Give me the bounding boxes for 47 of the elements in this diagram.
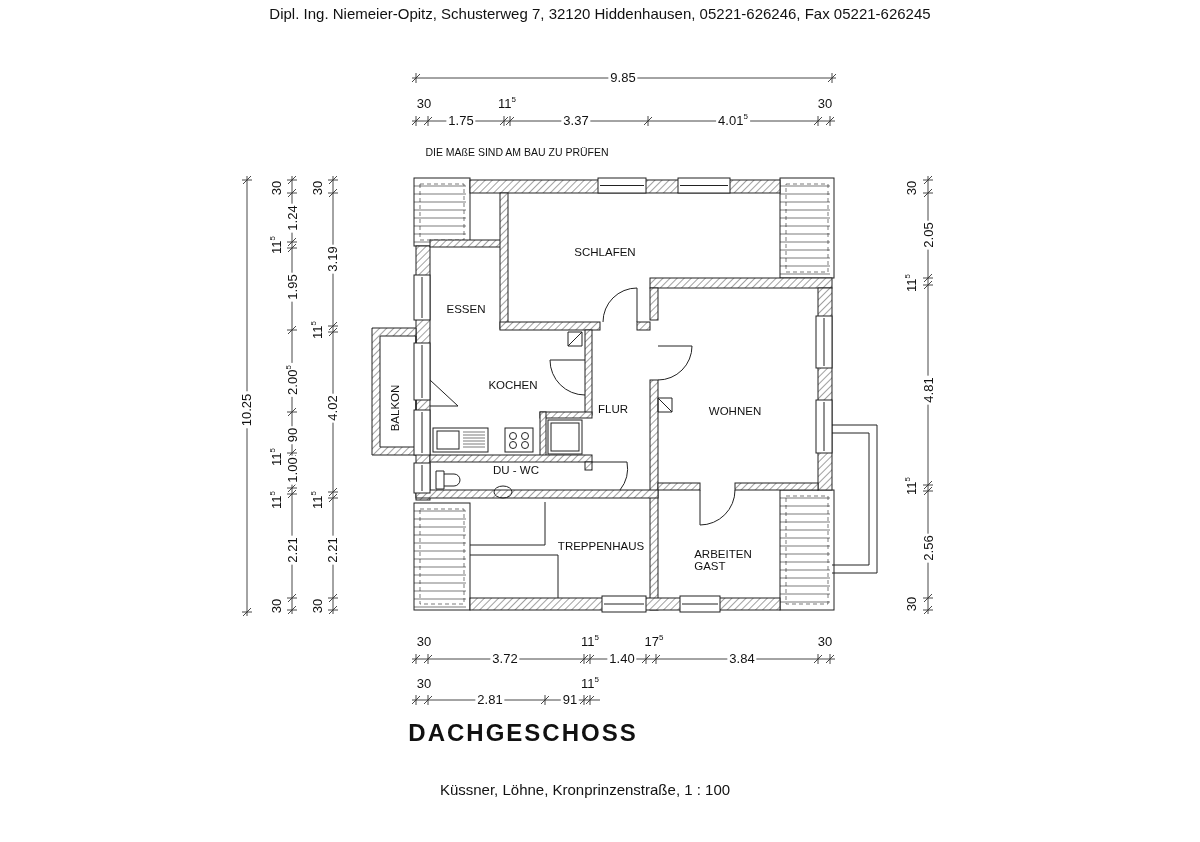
dimension-text: 90: [286, 425, 300, 445]
dimension-text: 30: [270, 178, 284, 198]
dimension-text: 30: [311, 596, 325, 616]
dimension-text: 3.72: [490, 652, 520, 666]
dimension-text: 2.56: [922, 533, 936, 563]
room-label: TREPPENHAUS: [556, 539, 646, 553]
room-label: ESSEN: [445, 302, 487, 316]
dimension-text: 11$^{5}$: [579, 635, 601, 649]
header-text: Dipl. Ing. Niemeier-Opitz, Schusterweg 7, 32120 Hiddenhausen, 05221-626246, Fax 05221-626245: [267, 6, 933, 22]
dimension-text: 1.95: [286, 272, 300, 302]
dimension-text: 30: [815, 635, 835, 649]
dimension-text: 30: [270, 596, 284, 616]
dimension-text: 30: [905, 594, 919, 614]
dimension-text: 11$^{5}$: [496, 97, 518, 111]
dimension-text: 4.01$^{5}$: [716, 114, 750, 128]
dimension-text: 1.24: [286, 203, 300, 233]
note-text: DIE MAßE SIND AM BAU ZU PRÜFEN: [423, 147, 611, 159]
dimension-text: 11$^{5}$: [579, 677, 601, 691]
dimension-text: 1.00: [286, 455, 300, 485]
dimension-text: 3.84: [727, 652, 757, 666]
dimension-text: 30: [815, 97, 835, 111]
dimension-text: 30: [414, 635, 434, 649]
dimension-text: 3.19: [326, 244, 340, 274]
dimension-text: 30: [311, 178, 325, 198]
dimension-text: 17$^{5}$: [642, 635, 666, 649]
room-label: WOHNEN: [707, 404, 763, 418]
dimension-text: 4.81: [922, 375, 936, 405]
dimension-text: 1.75: [446, 114, 476, 128]
dimension-text: 30: [414, 677, 434, 691]
room-label: SCHLAFEN: [573, 245, 637, 259]
dimension-text: 2.81: [475, 693, 505, 707]
dimension-text: 2.05: [922, 220, 936, 250]
dimension-text: 9.85: [608, 71, 638, 85]
dimension-text: 30: [414, 97, 434, 111]
dimension-text: 1.40: [607, 652, 637, 666]
room-label: ARBEITEN GAST: [693, 547, 753, 573]
dimension-text: 3.37: [561, 114, 591, 128]
dimension-text: 91: [560, 693, 580, 707]
room-label: KOCHEN: [487, 378, 539, 392]
dimension-text: 2.21: [326, 535, 340, 565]
room-label: DU - WC: [492, 463, 540, 477]
room-label: BALKON: [388, 383, 402, 434]
dimension-text: 10.25: [240, 391, 254, 429]
room-label: FLUR: [597, 402, 629, 416]
dimension-text: 4.02: [326, 393, 340, 423]
dimension-text: 2.21: [286, 535, 300, 565]
dimension-text: 30: [905, 178, 919, 198]
